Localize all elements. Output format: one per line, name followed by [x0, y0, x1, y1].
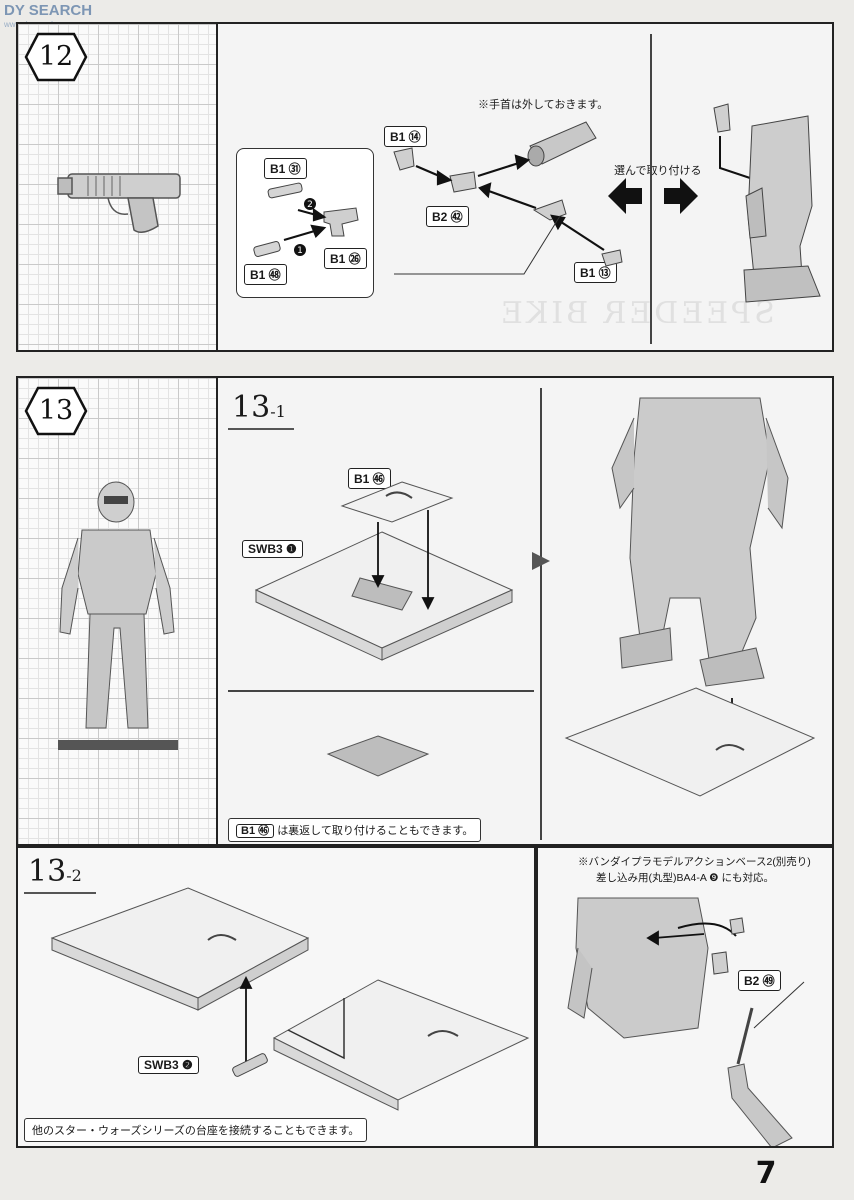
step-13-2-panel: 13-2 SWB3 ❷ 他のスター・ウォーズシリーズの台座を接続することもできま…	[16, 846, 536, 1148]
action-base-note-line-1: ※バンダイプラモデルアクションベース2(別売り)	[578, 856, 811, 868]
flip-part-text: は裏返して取り付けることもできます。	[277, 825, 474, 837]
substep-13-2-main: 13	[28, 854, 67, 889]
base-plate-assembly	[254, 481, 514, 661]
step-13-number: 13	[38, 395, 74, 426]
hand-gun-assembly	[393, 121, 623, 275]
svg-text:1: 1	[297, 246, 303, 256]
action-base-panel: ※バンダイプラモデルアクションベース2(別売り) 差し込み用(丸型)BA4-A …	[536, 846, 834, 1148]
step-12-badge: 12	[24, 32, 88, 82]
step-12-grid	[18, 24, 218, 350]
substep-13-2-underline	[24, 892, 96, 894]
sub-assembly-parts: 2 1	[253, 182, 359, 258]
blaster-pistol-illustration	[57, 173, 181, 233]
trooper-on-base-illustration	[564, 397, 816, 797]
part-label-b2-59: B2 ㊾	[738, 970, 781, 991]
action-base-note-line-2: 差し込み用(丸型)BA4-A ❾ にも対応。	[596, 872, 775, 884]
step-12-divider	[650, 34, 652, 344]
trooper-leg-illustration	[713, 103, 821, 303]
substep-13-1-title: 13-1	[232, 390, 286, 425]
part-label-b1-61: B1 ㉛	[264, 158, 307, 179]
step-13-1-hdivider	[228, 690, 534, 692]
connected-bases-illustration	[50, 887, 530, 1111]
step-13-1-vdivider	[540, 388, 542, 840]
flipped-plate-illustration	[326, 735, 430, 777]
substep-13-1-main: 13	[232, 390, 271, 425]
trooper-waist-illustration	[567, 897, 805, 1146]
flip-part-label: B1 ㊻	[236, 824, 275, 838]
part-label-b1-48: B1 ㊽	[244, 264, 287, 285]
substep-13-2-title: 13-2	[28, 854, 82, 889]
substep-13-2-sub: -2	[66, 866, 82, 885]
step-12-panel: 12 SPEEDER BIKE ※手首は外しておきます。 B1 ㉛ B1 ㊽ B…	[16, 22, 834, 352]
site-logo: DY SEARCH	[4, 2, 92, 19]
page-number: 7	[755, 1156, 777, 1191]
flip-part-note: B1 ㊻ は裏返して取り付けることもできます。	[228, 818, 482, 842]
step-12-number: 12	[38, 41, 74, 72]
part-label-b2-52: B2 ㊷	[426, 206, 469, 227]
wrist-removal-note: ※手首は外しておきます。	[478, 99, 609, 111]
hexagon-icon	[24, 386, 88, 436]
choose-attach-label: 選んで取り付ける	[614, 165, 702, 177]
part-label-b1-26: B1 ㉖	[324, 248, 367, 269]
part-label-b1-46: B1 ㊻	[348, 468, 391, 489]
part-label-swb3-1: SWB3 ❶	[242, 540, 303, 558]
substep-13-1-sub: -1	[270, 402, 286, 421]
hexagon-icon	[24, 32, 88, 82]
part-label-b1-13: B1 ⑬	[574, 262, 617, 283]
svg-text:2: 2	[307, 200, 313, 210]
part-label-b1-14: B1 ⑭	[384, 126, 427, 147]
next-step-arrow-icon	[532, 552, 550, 570]
part-label-swb3-2: SWB3 ❷	[138, 1056, 199, 1074]
choose-arrows-icon	[608, 178, 698, 214]
substep-13-1-underline	[228, 428, 294, 430]
step-13-panel: 13 13-1 B1 ㊻ SWB3 ❶ B1 ㊻ は裏返して取り付けることもでき…	[16, 376, 834, 846]
site-logo-text: DY SEARCH	[4, 2, 93, 19]
step-13-badge: 13	[24, 386, 88, 436]
connect-bases-note: 他のスター・ウォーズシリーズの台座を接続することもできます。	[24, 1118, 368, 1142]
completed-trooper-illustration	[58, 481, 178, 750]
